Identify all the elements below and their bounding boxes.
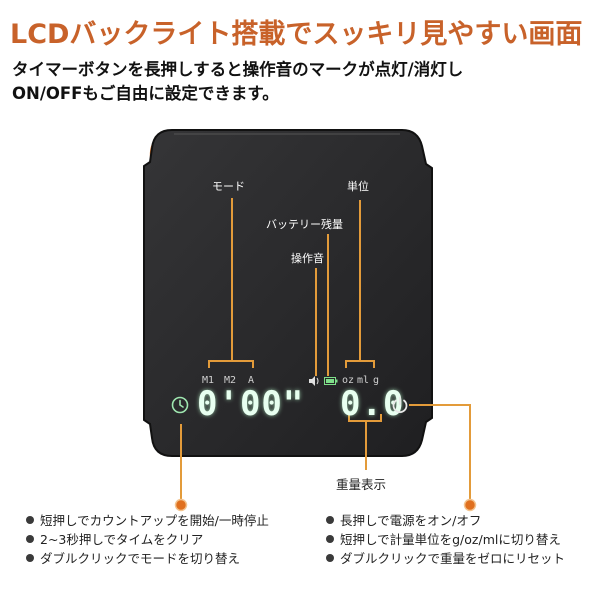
list-item: ダブルクリックで重量をゼロにリセット <box>326 548 565 567</box>
battery-icon <box>324 377 338 385</box>
timer-button-instructions: 短押しでカウントアップを開始/一時停止 2~3秒押しでタイムをクリア ダブルクリ… <box>26 510 269 567</box>
lcd-mode-a: A <box>248 375 255 386</box>
list-item: 2~3秒押しでタイムをクリア <box>26 529 269 548</box>
list-item: 短押しでカウントアップを開始/一時停止 <box>26 510 269 529</box>
lcd-mode-m2: M2 <box>224 375 237 386</box>
list-item: ダブルクリックでモードを切り替え <box>26 548 269 567</box>
headline: LCDバックライト搭載でスッキリ見やすい画面 <box>10 19 583 50</box>
list-item: 短押しで計量単位をg/oz/mlに切り替え <box>326 529 565 548</box>
callout-dot-right <box>463 498 477 512</box>
callout-dot-left <box>174 498 188 512</box>
lcd-timer-digits: 0'00" <box>197 384 305 424</box>
callout-mode: モード <box>212 180 245 193</box>
callout-sound: 操作音 <box>291 252 324 265</box>
clock-icon[interactable] <box>171 396 189 414</box>
lcd-mode-m1: M1 <box>202 375 215 386</box>
lcd-unit-oz: oz <box>342 375 355 386</box>
subtitle-line-2: ON/OFFもご自由に設定できます。 <box>12 84 279 103</box>
scale-illustration: モード 単位 バッテリー残量 操作音 M1 M2 A oz ml g 0'00"… <box>140 128 435 458</box>
callout-weight-display: 重量表示 <box>336 477 387 492</box>
subtitle-line-1: タイマーボタンを長押しすると操作音のマークが点灯/消灯し <box>12 60 464 79</box>
lcd-unit-ml: ml <box>357 375 370 386</box>
lcd-unit-g: g <box>373 375 380 386</box>
callout-unit: 単位 <box>347 180 369 193</box>
speaker-icon <box>309 376 319 386</box>
callout-battery: バッテリー残量 <box>266 218 343 231</box>
list-item: 長押しで電源をオン/オフ <box>326 510 565 529</box>
power-button-instructions: 長押しで電源をオン/オフ 短押しで計量単位をg/oz/mlに切り替え ダブルクリ… <box>326 510 565 567</box>
power-icon[interactable] <box>391 396 409 414</box>
